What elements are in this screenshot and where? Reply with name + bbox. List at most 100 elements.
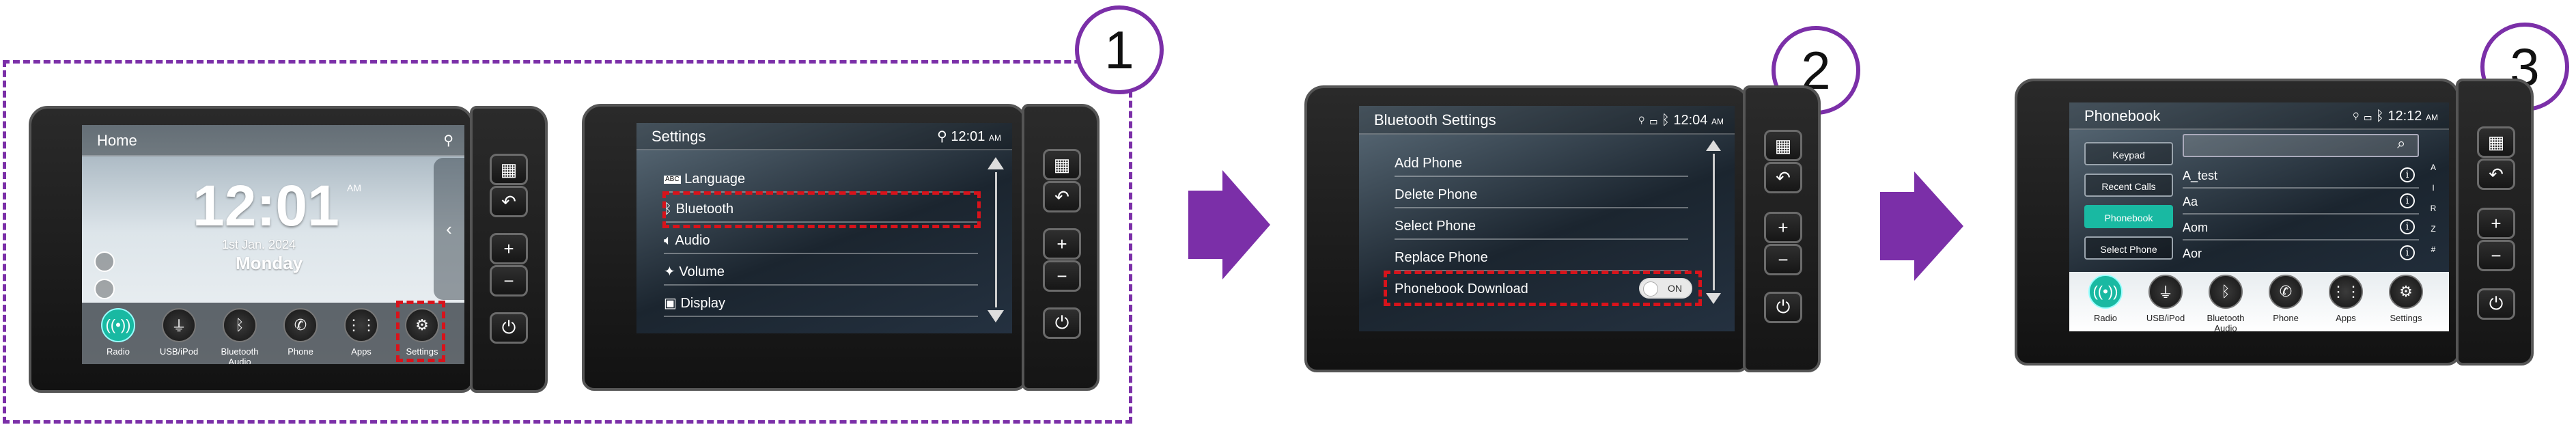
menu-item-replace-phone[interactable]: Replace Phone xyxy=(1395,244,1688,271)
select-phone-button[interactable]: Select Phone xyxy=(2084,236,2173,260)
back-icon[interactable]: ↶ xyxy=(1043,181,1081,212)
clock-date: 1st Jan. 2024 xyxy=(222,238,296,251)
apps-icon: ⋮⋮ xyxy=(2329,275,2363,309)
volume-up-button[interactable]: + xyxy=(1764,212,1802,243)
dock-item-phone[interactable]: ✆Phone xyxy=(2255,275,2316,323)
grid-menu-icon[interactable]: ▦ xyxy=(490,154,528,185)
volume-down-button[interactable]: − xyxy=(1764,244,1802,275)
power-icon[interactable]: ⏻ xyxy=(490,312,528,344)
contact-name: Aa xyxy=(2183,195,2198,208)
keypad-button[interactable]: Keypad xyxy=(2084,142,2173,165)
bluetooth-icon: ᛒ xyxy=(2209,275,2243,309)
grid-menu-icon[interactable]: ▦ xyxy=(1764,130,1802,161)
contact-row[interactable]: Aa i xyxy=(2183,189,2419,215)
dock-label: USB/iPod xyxy=(159,346,199,357)
radio-icon: ((•)) xyxy=(2088,275,2123,309)
power-icon[interactable]: ⏻ xyxy=(1764,292,1802,323)
dock-item-radio[interactable]: ((•)) Radio xyxy=(2075,275,2136,323)
dock-item-radio[interactable]: ((•))Radio xyxy=(87,308,149,357)
dock-label: Radio xyxy=(2094,313,2117,323)
alpha-index[interactable]: A I R Z # xyxy=(2423,157,2444,260)
arrow-icon xyxy=(1188,191,1222,259)
volume-down-button[interactable]: − xyxy=(1043,260,1081,292)
index-letter[interactable]: I xyxy=(2432,183,2435,193)
clock-day: Monday xyxy=(236,253,303,273)
scroll-up-icon[interactable] xyxy=(988,157,1004,169)
search-icon[interactable]: ⌕ xyxy=(2397,135,2406,152)
back-icon[interactable]: ↶ xyxy=(2477,159,2515,190)
power-icon[interactable]: ⏻ xyxy=(1043,307,1081,339)
power-icon[interactable]: ⏻ xyxy=(2477,288,2515,320)
scrollbar[interactable] xyxy=(995,172,997,307)
clock-am: AM xyxy=(347,182,361,193)
shortcut-icon[interactable] xyxy=(94,279,115,299)
volume-down-button[interactable]: − xyxy=(490,265,528,297)
scroll-down-icon[interactable] xyxy=(988,310,1004,322)
menu-item-phonebook-download[interactable]: Phonebook Download xyxy=(1395,281,1528,297)
search-input[interactable] xyxy=(2183,134,2419,157)
grid-menu-icon[interactable]: ▦ xyxy=(1043,149,1081,180)
index-letter[interactable]: R xyxy=(2430,204,2437,213)
home-screen: Home ⚲ 12:01 AM 1st Jan. 2024 Monday ‹ (… xyxy=(82,125,464,364)
dock-item-apps[interactable]: ⋮⋮Apps xyxy=(331,308,392,357)
back-icon[interactable]: ↶ xyxy=(490,186,528,217)
gear-icon: ⚙ xyxy=(2389,275,2423,309)
scroll-down-icon[interactable] xyxy=(1706,293,1721,304)
info-icon[interactable]: i xyxy=(2400,245,2415,260)
back-icon[interactable]: ↶ xyxy=(1764,162,1802,193)
settings-screen: Settings ⚲ 12:01 AM ABC Language ᛒ Bluet… xyxy=(636,123,1012,333)
dock-item-usb[interactable]: ⏚USB/iPod xyxy=(2135,275,2196,323)
phonebook-download-toggle[interactable]: ON xyxy=(1639,278,1692,299)
radio-icon: ((•)) xyxy=(101,308,135,342)
dock-label: Apps xyxy=(2336,313,2356,323)
grid-menu-icon[interactable]: ▦ xyxy=(2477,126,2515,158)
highlight-bluetooth xyxy=(662,191,981,228)
side-drawer-handle[interactable]: ‹ xyxy=(434,158,464,300)
index-letter[interactable]: A xyxy=(2430,163,2436,172)
recent-calls-button[interactable]: Recent Calls xyxy=(2084,174,2173,197)
dock-item-apps[interactable]: ⋮⋮ Apps xyxy=(2315,275,2377,323)
menu-item-select-phone[interactable]: Select Phone xyxy=(1395,212,1688,240)
index-letter[interactable]: Z xyxy=(2431,224,2436,234)
menu-item-audio[interactable]: 🔈︎ Audio xyxy=(664,227,978,254)
menu-item-language[interactable]: ABC Language xyxy=(664,165,978,193)
gear-icon: ⚙ xyxy=(405,308,439,342)
menu-item-delete-phone[interactable]: Delete Phone xyxy=(1395,181,1688,208)
dock-label: Settings xyxy=(2390,313,2422,323)
phone-icon: ✆ xyxy=(2269,275,2303,309)
info-icon[interactable]: i xyxy=(2400,219,2415,234)
language-icon: ABC xyxy=(664,175,681,184)
menu-item-bluetooth[interactable]: ᛒ Bluetooth xyxy=(664,195,978,223)
bluetooth-icon: ᛒ xyxy=(223,308,257,342)
dock-item-settings[interactable]: ⚙Settings xyxy=(391,308,453,357)
menu-item-volume[interactable]: ✦ Volume xyxy=(664,258,978,286)
volume-up-button[interactable]: + xyxy=(2477,208,2515,239)
info-icon[interactable]: i xyxy=(2400,167,2415,182)
menu-item-add-phone[interactable]: Add Phone xyxy=(1395,150,1688,177)
volume-up-button[interactable]: + xyxy=(490,233,528,264)
scroll-up-icon[interactable] xyxy=(1706,140,1721,151)
dock-item-usb[interactable]: ⏚ USB/iPod xyxy=(148,308,210,357)
phonebook-button[interactable]: Phonebook xyxy=(2084,205,2173,228)
index-letter[interactable]: # xyxy=(2431,245,2436,254)
phone-icon: ✆ xyxy=(283,308,318,342)
dock-item-settings[interactable]: ⚙ Settings xyxy=(2375,275,2437,323)
shortcut-icon[interactable] xyxy=(94,251,115,272)
volume-down-button[interactable]: − xyxy=(2477,240,2515,271)
scrollbar[interactable] xyxy=(1713,154,1715,290)
info-icon[interactable]: i xyxy=(2400,193,2415,208)
usb-icon: ⏚ xyxy=(162,308,196,342)
volume-up-button[interactable]: + xyxy=(1043,228,1081,260)
menu-item-label: Volume xyxy=(679,264,725,279)
clock-time: 12:12 xyxy=(2388,109,2422,124)
dock-item-phone[interactable]: ✆Phone xyxy=(270,308,331,357)
arrow-head xyxy=(1914,171,1963,281)
menu-item-display[interactable]: ▣ Display xyxy=(664,290,978,317)
page-title: Bluetooth Settings xyxy=(1359,106,1735,135)
